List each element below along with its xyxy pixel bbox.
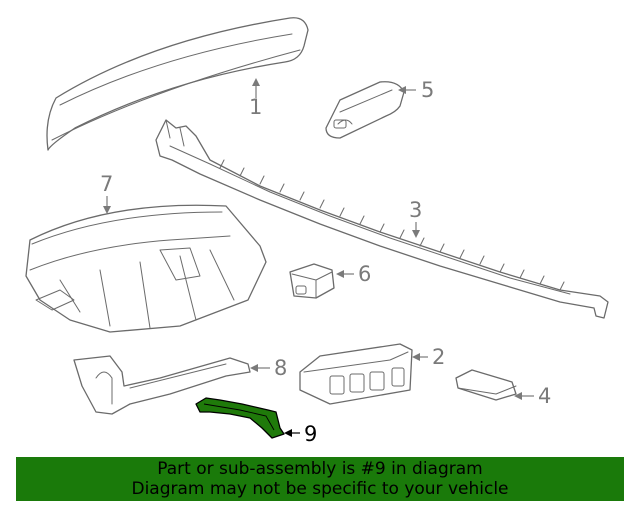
callout-leaders	[103, 78, 534, 437]
part-4-pad	[455, 369, 517, 401]
info-banner: Part or sub-assembly is #9 in diagram Di…	[16, 457, 624, 501]
callout-6: 6	[358, 262, 371, 286]
part-8-lower-bracket	[73, 355, 251, 415]
callout-8: 8	[274, 356, 287, 380]
callout-7: 7	[100, 172, 113, 196]
part-1-trim-panel	[46, 17, 309, 151]
callout-2: 2	[432, 345, 445, 369]
parts-diagram: 1 2 3 4 5 6 7 8 9	[25, 17, 609, 446]
part-2-switch-panel	[299, 343, 413, 405]
part-6-module	[289, 263, 335, 299]
part-5-switch	[325, 81, 405, 139]
part-7-housing	[25, 204, 267, 333]
part-9-highlighted-bracket	[195, 397, 285, 439]
callout-4: 4	[538, 384, 551, 408]
banner-line-1: Part or sub-assembly is #9 in diagram	[157, 459, 483, 479]
part-3-bracket	[155, 119, 609, 319]
callout-3: 3	[409, 198, 422, 222]
callout-5: 5	[421, 78, 434, 102]
banner-line-2: Diagram may not be specific to your vehi…	[131, 479, 509, 499]
callout-9: 9	[304, 422, 317, 446]
callout-1: 1	[249, 95, 262, 119]
